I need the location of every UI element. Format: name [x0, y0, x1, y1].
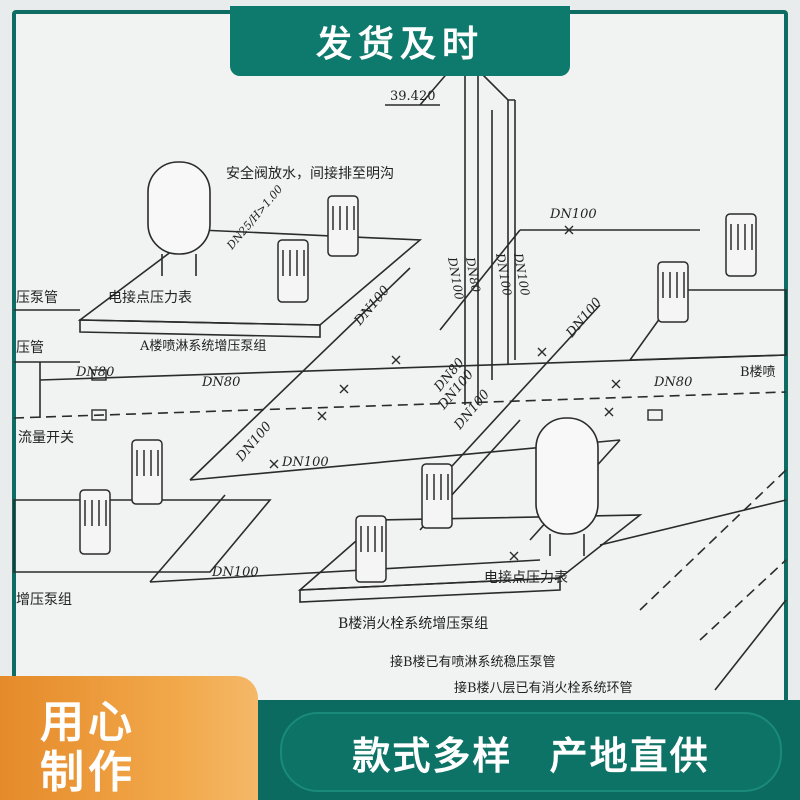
pump [657, 261, 689, 323]
flow-switch-icon [647, 409, 663, 421]
valve-icon [564, 225, 574, 235]
valve-icon [509, 551, 519, 561]
top-banner: 发货及时 [230, 6, 570, 76]
dn-label: DN100 [233, 419, 275, 465]
dn-label: DN100 [549, 207, 597, 222]
pump [421, 463, 453, 529]
pump [327, 195, 359, 257]
valve-icon [537, 347, 547, 357]
pump [277, 239, 309, 303]
connector-pipe [599, 499, 787, 546]
valve-icon [269, 459, 279, 469]
platform-b-edge [299, 577, 561, 603]
dn-label: DN100 [211, 565, 259, 580]
dn-label: DN100 [445, 255, 466, 301]
valves [91, 225, 663, 561]
pumps [79, 195, 757, 583]
dn-label: DN80 [75, 365, 114, 380]
diagram-frame [12, 10, 788, 788]
pump [355, 515, 387, 583]
pump-pipe-label-1: 压泵管 [16, 290, 58, 306]
roof-line-2 [477, 69, 515, 101]
flow-switch-label: 流量开关 [18, 430, 74, 446]
dn-label: DN80 [201, 375, 240, 390]
pump [725, 213, 757, 277]
connector-pipe-2 [714, 599, 787, 691]
platform-right [628, 289, 787, 361]
elevation-label: 39.420 [390, 89, 436, 104]
pump [79, 489, 111, 555]
dn-label: DN80 [463, 255, 483, 294]
dn-label: DN100 [351, 283, 393, 329]
tanks [147, 161, 599, 556]
valve-icon [317, 411, 327, 421]
dn-label: DN100 [563, 295, 605, 341]
pipe-network [13, 69, 787, 691]
relief-note: 安全阀放水，间接排至明沟 [226, 165, 394, 182]
pipe-top-diag [439, 229, 521, 331]
connect-label-1: 接B楼已有喷淋系统稳压泵管 [390, 654, 556, 670]
platform-left [13, 499, 272, 573]
dn-label: DN100 [281, 455, 329, 470]
pipe-annotation: DN25/H>1.00 [224, 183, 286, 253]
connect-label-2: 接B楼八层已有消火栓系统环管 [454, 680, 633, 696]
system-a-label: A楼喷淋系统增压泵组 [139, 339, 266, 354]
right-banner: 款式多样 产地直供 [258, 700, 800, 800]
dn-label: DN100 [493, 251, 514, 297]
left-badge-line-2: 制作 [40, 747, 136, 798]
connector-dashed-1 [639, 469, 787, 611]
tank-a [147, 161, 211, 255]
pump-pipe-label-2: 压管 [16, 340, 44, 356]
tank-b [535, 417, 599, 535]
system-c-label: 增压泵组 [16, 592, 72, 608]
pressure-gauge-a: 电接点压力表 [108, 289, 192, 306]
pipe-low-dn100 [149, 559, 541, 583]
pipe-diag-2 [429, 304, 601, 491]
flow-switch-icon [91, 409, 107, 421]
valve-icon [611, 379, 621, 389]
pressure-gauge-b: 电接点压力表 [484, 569, 568, 586]
left-badge: 用心 制作 [0, 676, 258, 800]
platform-a-edge [79, 319, 321, 338]
system-b-right-label: B楼喷 [740, 365, 776, 380]
main-pipe-dashed [13, 391, 787, 419]
left-badge-line-1: 用心 [40, 697, 136, 748]
pump [131, 439, 163, 505]
connector-dashed-2 [699, 559, 787, 641]
right-banner-text: 款式多样 产地直供 [280, 712, 782, 792]
valve-icon [339, 384, 349, 394]
valve-icon [391, 355, 401, 365]
valve-icon [604, 407, 614, 417]
dn-label: DN80 [653, 375, 692, 390]
flow-switch-icon [91, 369, 107, 381]
pipe-diag-1 [189, 267, 411, 481]
pipe-low-diag [149, 494, 226, 583]
system-b-label: B楼消火栓系统增压泵组 [338, 616, 488, 632]
